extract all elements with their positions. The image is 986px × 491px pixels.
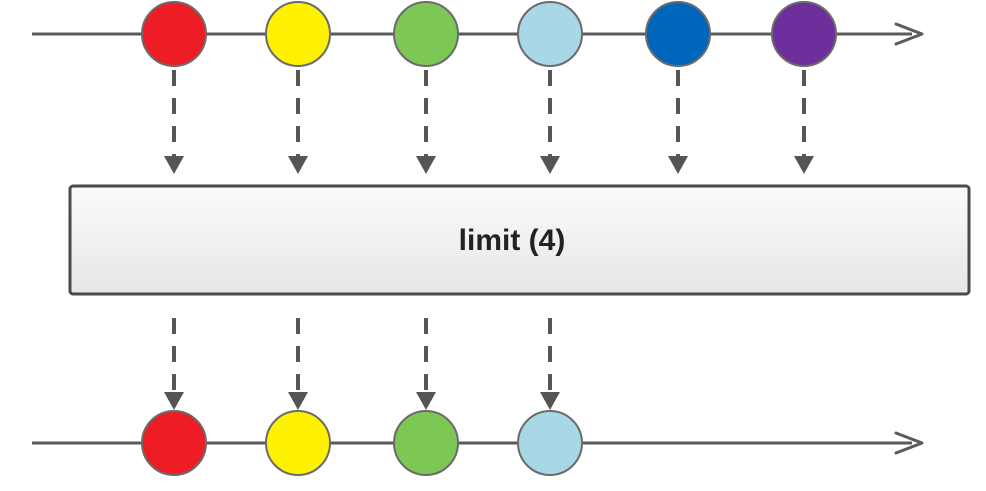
- source-timeline-arrow-icon: [894, 22, 924, 46]
- operator-label: limit (4): [459, 224, 566, 257]
- source-marbles: [141, 1, 837, 67]
- operator-box: [68, 184, 971, 296]
- output-connectors: [164, 318, 560, 410]
- input-connector-arrow-icon-4: [540, 156, 560, 174]
- input-connector-arrow-icon-2: [288, 156, 308, 174]
- source-marble-4: [517, 1, 583, 67]
- output-connector-arrow-icon-2: [288, 392, 308, 410]
- input-connectors: [164, 70, 814, 174]
- output-connector-arrow-icon-3: [416, 392, 436, 410]
- result-marble-1: [141, 410, 207, 476]
- source-marble-5: [645, 1, 711, 67]
- result-timeline-arrow-icon: [894, 431, 924, 455]
- output-connector-arrow-icon-4: [540, 392, 560, 410]
- source-timeline: [32, 1, 924, 67]
- result-marble-2: [265, 410, 331, 476]
- source-marble-1: [141, 1, 207, 67]
- input-connector-arrow-icon-1: [164, 156, 184, 174]
- source-marble-3: [393, 1, 459, 67]
- result-marbles: [141, 410, 583, 476]
- input-connector-arrow-icon-5: [668, 156, 688, 174]
- result-timeline: [32, 410, 924, 476]
- source-marble-2: [265, 1, 331, 67]
- input-connector-arrow-icon-6: [794, 156, 814, 174]
- result-marble-4: [517, 410, 583, 476]
- operator: limit (4): [68, 184, 971, 296]
- input-connector-arrow-icon-3: [416, 156, 436, 174]
- output-connector-arrow-icon-1: [164, 392, 184, 410]
- source-marble-6: [771, 1, 837, 67]
- result-marble-3: [393, 410, 459, 476]
